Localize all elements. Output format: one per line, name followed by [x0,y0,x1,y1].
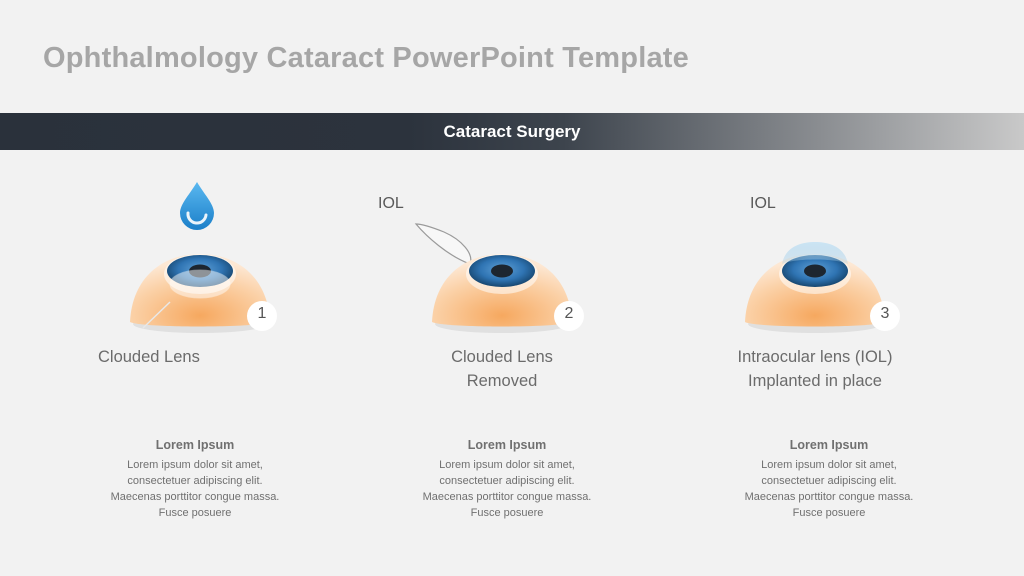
banner-label: Cataract Surgery [443,122,581,141]
removed-lens-icon [414,223,472,265]
step-caption: Clouded Lens Removed [451,348,553,390]
description-body: Lorem ipsum dolor sit amet, consectetuer… [110,459,280,519]
step-2: IOL 2 Clouded Lens Removed Lorem Ipsum L… [332,160,672,560]
step-number-badge [247,301,277,331]
water-drop-icon [180,182,214,230]
step-number-badge [554,301,584,331]
step-number: 1 [257,305,267,322]
step-number: 3 [880,305,890,322]
step-description: Lorem Ipsum Lorem ipsum dolor sit amet, … [85,438,305,521]
step-number: 2 [564,305,574,322]
step-caption: Intraocular lens (IOL) Implanted in plac… [737,348,893,390]
section-banner: Cataract Surgery [0,113,1024,150]
description-title: Lorem Ipsum [789,438,869,452]
intraocular-lens-icon [782,242,848,264]
slide-title: Ophthalmology Cataract PowerPoint Templa… [43,42,689,74]
eye-lens-removed-icon [414,223,584,333]
description-body: Lorem ipsum dolor sit amet, consectetuer… [744,459,914,519]
step-number-badge [870,301,900,331]
step-description: Lorem Ipsum Lorem ipsum dolor sit amet, … [719,438,939,521]
iol-label: IOL [378,195,404,212]
description-title: Lorem Ipsum [467,438,547,452]
eye-with-drop-icon [130,182,277,333]
description-title: Lorem Ipsum [155,438,235,452]
step-3: IOL 3 Intraocular lens (IOL) Implanted i… [645,160,985,560]
eye-lens-implanted-icon [745,242,900,333]
step-1: 1 Clouded Lens Lorem Ipsum Lorem ipsum d… [30,160,370,560]
step-caption: Clouded Lens [98,348,200,366]
description-body: Lorem ipsum dolor sit amet, consectetuer… [422,459,592,519]
step-description: Lorem Ipsum Lorem ipsum dolor sit amet, … [397,438,617,521]
iol-label: IOL [750,195,776,212]
